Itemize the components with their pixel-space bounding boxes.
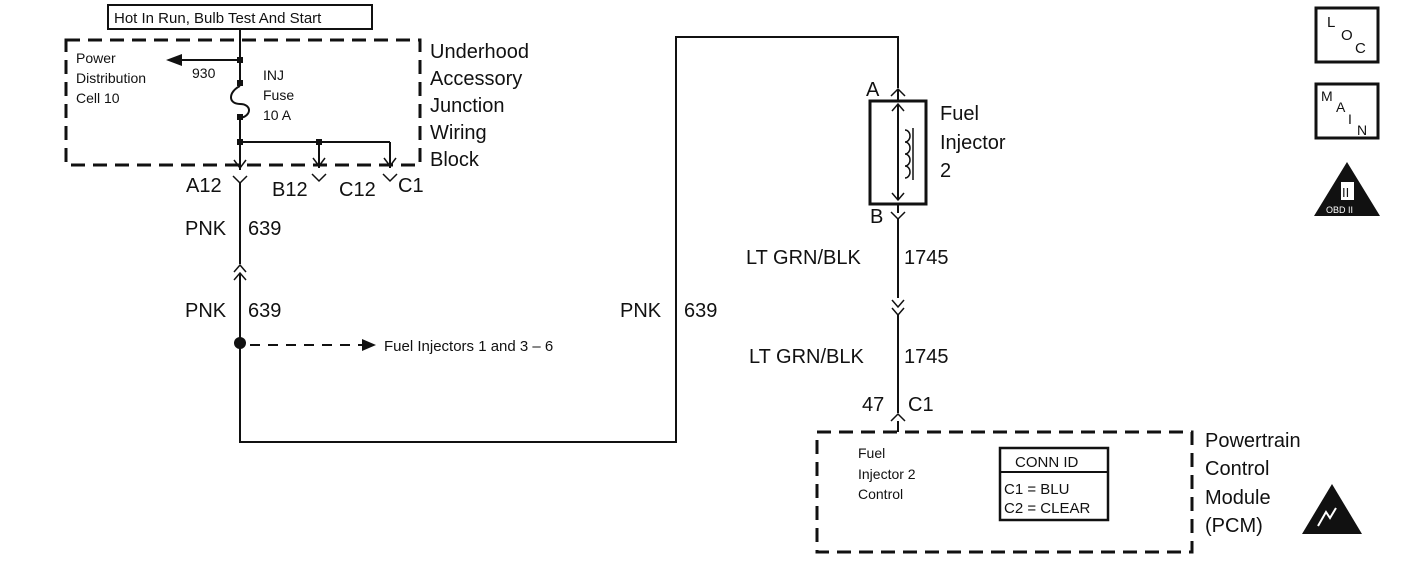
injector-name: Fuel Injector 2 <box>940 103 1006 182</box>
junction-block-outline <box>64 38 422 167</box>
connector-c12-icon <box>382 173 398 183</box>
connector-b12-label: B12 <box>272 179 308 201</box>
pnk-label-3: PNK <box>620 300 662 322</box>
ltgrn-num-1: 1745 <box>904 247 949 269</box>
svg-text:INJ: INJ <box>263 67 284 83</box>
injector-pin-a: A <box>866 79 880 101</box>
svg-text:Fuel: Fuel <box>940 103 979 125</box>
svg-text:A: A <box>1336 99 1346 115</box>
pcm-connector-icon <box>890 412 906 422</box>
connector-c12-label: C12 <box>339 179 376 201</box>
pnk-wire-route <box>239 36 899 443</box>
svg-text:(PCM): (PCM) <box>1205 515 1263 537</box>
svg-text:M: M <box>1321 88 1333 104</box>
svg-text:Wiring: Wiring <box>430 122 487 144</box>
pcm-pin-label: 47 <box>862 394 884 416</box>
connector-b12-icon <box>311 173 327 183</box>
junction-connectors: A12 B12 C12 C1 <box>186 173 424 201</box>
svg-text:Underhood: Underhood <box>430 41 529 63</box>
conn-id-title: CONN ID <box>1015 454 1079 471</box>
svg-text:Fuse: Fuse <box>263 87 294 103</box>
svg-text:Cell 10: Cell 10 <box>76 90 120 106</box>
svg-text:L: L <box>1327 14 1335 31</box>
splice-arrow-icon <box>362 339 376 351</box>
pnk-num-2: 639 <box>248 300 281 322</box>
obd-ii-icon: II OBD II <box>1314 162 1380 216</box>
svg-text:Powertrain: Powertrain <box>1205 430 1301 452</box>
svg-text:OBD II: OBD II <box>1326 205 1353 215</box>
pcm-signal-label: Fuel Injector 2 Control <box>858 445 916 502</box>
svg-text:C: C <box>1355 40 1366 57</box>
injector-pin-b: B <box>870 206 883 228</box>
power-distribution-label: Power Distribution Cell 10 <box>76 50 146 106</box>
injector-coil-icon <box>904 129 911 179</box>
svg-text:Accessory: Accessory <box>430 68 522 90</box>
splice-label: Fuel Injectors 1 and 3 – 6 <box>384 338 553 355</box>
svg-text:Block: Block <box>430 149 480 171</box>
conn-id-c1: C1 = BLU <box>1004 481 1069 498</box>
pcm-name: Powertrain Control Module (PCM) <box>1205 430 1301 537</box>
svg-text:Control: Control <box>858 486 903 502</box>
pcm-outline <box>815 430 1194 554</box>
connector-a12-icon <box>232 175 248 185</box>
pnk-label-1: PNK <box>185 218 227 240</box>
connector-c1-label: C1 <box>398 175 424 197</box>
svg-text:O: O <box>1341 27 1353 44</box>
pnk-num-3: 639 <box>684 300 717 322</box>
loc-icon: L O C <box>1314 6 1380 64</box>
inline-connector-2-icon <box>891 299 905 317</box>
fuse-icon <box>230 85 250 119</box>
circuit-930-label: 930 <box>192 65 216 81</box>
svg-text:Control: Control <box>1205 458 1269 480</box>
ltgrn-num-2: 1745 <box>904 346 949 368</box>
svg-text:I: I <box>1348 111 1352 127</box>
svg-text:Module: Module <box>1205 487 1271 509</box>
pdc-arrow-icon <box>166 54 182 66</box>
conn-id-c2: C2 = CLEAR <box>1004 500 1090 517</box>
pnk-label-2: PNK <box>185 300 227 322</box>
svg-text:Distribution: Distribution <box>76 70 146 86</box>
svg-text:II: II <box>1342 185 1349 200</box>
fuse-label: INJ Fuse 10 A <box>263 67 294 123</box>
conn-id-table: CONN ID C1 = BLU C2 = CLEAR <box>998 446 1110 522</box>
ltgrn-label-1: LT GRN/BLK <box>746 247 862 269</box>
svg-text:Junction: Junction <box>430 95 505 117</box>
power-source-label: Hot In Run, Bulb Test And Start <box>114 10 322 27</box>
ltgrn-label-2: LT GRN/BLK <box>749 346 865 368</box>
svg-text:N: N <box>1357 122 1367 138</box>
connector-a12-label: A12 <box>186 175 222 197</box>
svg-text:Fuel: Fuel <box>858 445 885 461</box>
power-source: Hot In Run, Bulb Test And Start <box>107 4 373 30</box>
esd-warning-icon <box>1302 484 1362 534</box>
pcm-conn-label: C1 <box>908 394 934 416</box>
pnk-num-1: 639 <box>248 218 281 240</box>
svg-text:2: 2 <box>940 160 951 182</box>
svg-text:Power: Power <box>76 50 116 66</box>
svg-text:Injector: Injector <box>940 132 1006 154</box>
svg-text:Injector 2: Injector 2 <box>858 466 916 482</box>
main-icon: M A I N <box>1314 82 1380 140</box>
svg-text:10 A: 10 A <box>263 107 292 123</box>
junction-block-name: Underhood Accessory Junction Wiring Bloc… <box>430 41 529 171</box>
fuel-injector: A B <box>866 79 928 228</box>
